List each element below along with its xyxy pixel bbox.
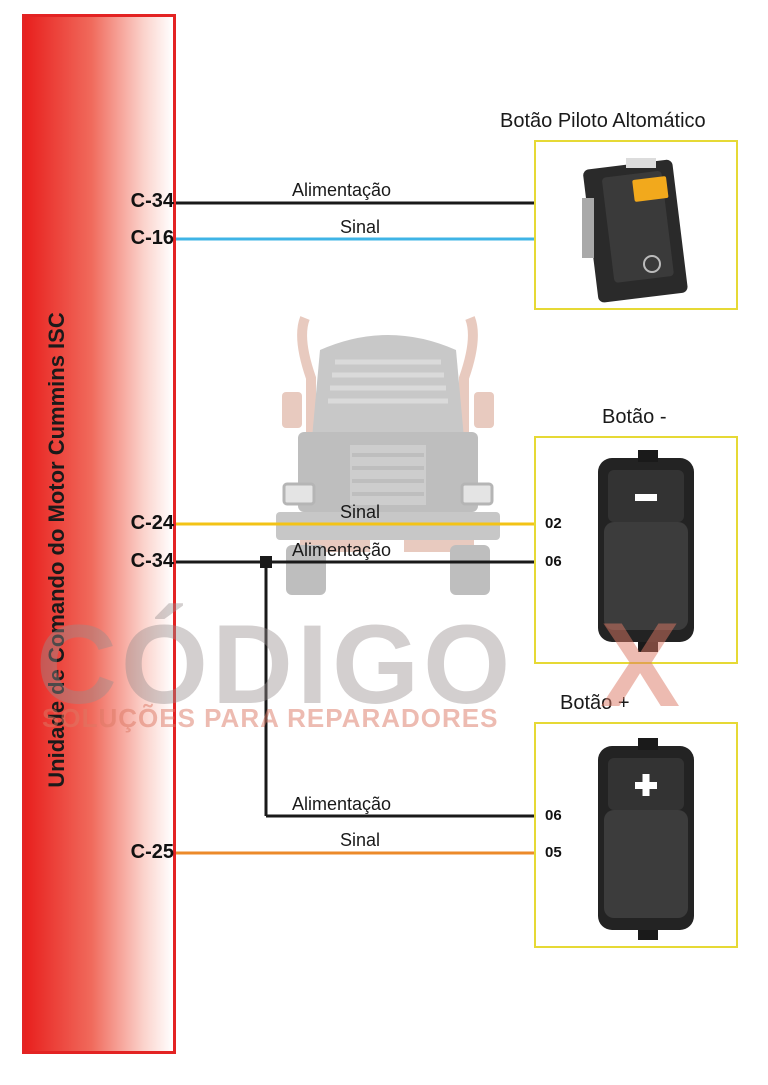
watermark-brand: CÓDIGO: [36, 602, 515, 727]
pin-label: C-24: [130, 512, 174, 534]
terminal-label: 06: [545, 807, 562, 824]
wire-label-feed: Alimentação: [292, 180, 392, 200]
wire-label-signal: Sinal: [340, 830, 381, 850]
terminal-label: 02: [545, 515, 562, 532]
ecu-block: [22, 14, 176, 1054]
wire-label-signal: Sinal: [340, 217, 381, 237]
pilot-switch-title: Botão Piloto Altomático: [500, 110, 706, 132]
pin-label: C-16: [130, 227, 174, 249]
watermark-brand-x: X: [600, 598, 681, 732]
pin-label: C-34: [130, 190, 174, 212]
pin-label: C-25: [130, 841, 174, 863]
splice-node: [260, 556, 272, 568]
terminal-label: 05: [545, 844, 562, 861]
pin-label: C-34: [130, 550, 174, 572]
plus-switch-title: Botão +: [560, 692, 630, 714]
watermark-tagline: SOLUÇÕES PARA REPARADORES: [42, 703, 499, 733]
wire-label-feed: Alimentação: [292, 540, 392, 560]
terminal-label: 06: [545, 553, 562, 570]
pilot-switch-box: [534, 140, 738, 310]
wire-label-signal: Sinal: [340, 502, 381, 522]
truck-icon: [276, 316, 500, 595]
plus-switch-box: [534, 722, 738, 948]
wire-label-feed: Alimentação: [292, 794, 392, 814]
minus-switch-title: Botão -: [602, 406, 667, 428]
